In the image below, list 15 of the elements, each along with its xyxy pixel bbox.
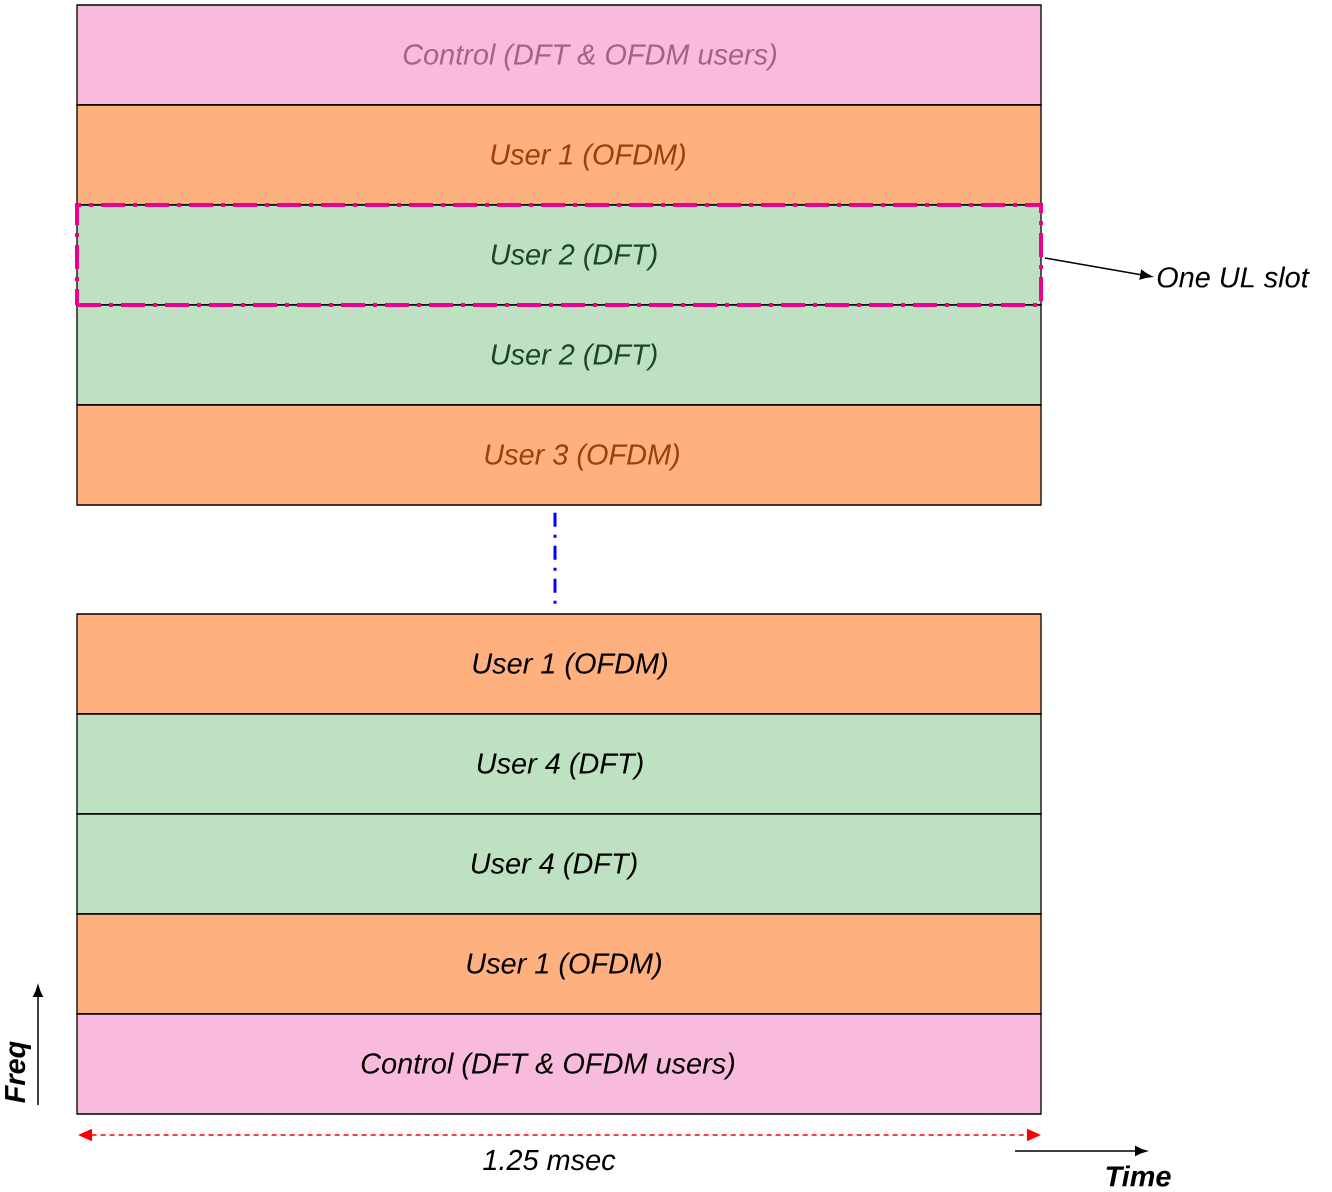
band-box: User 2 (DFT) [76, 304, 1042, 406]
band-box: Control (DFT & OFDM users) [76, 4, 1042, 106]
band-box: User 4 (DFT) [76, 813, 1042, 915]
band-box: User 2 (DFT) [76, 204, 1042, 306]
dimension-label: 1.25 msec [483, 1149, 616, 1171]
band-box: Control (DFT & OFDM users) [76, 1013, 1042, 1115]
axis-label: Time [1106, 1165, 1171, 1187]
arrow [1044, 257, 1152, 280]
band-box: User 1 (OFDM) [76, 104, 1042, 206]
axis-label: Freq [5, 1041, 31, 1103]
band-box: User 3 (OFDM) [76, 404, 1042, 506]
band-box: User 4 (DFT) [76, 713, 1042, 815]
slot-label: One UL slot [1157, 266, 1310, 288]
band-box: User 1 (OFDM) [76, 913, 1042, 1015]
band-box: User 1 (OFDM) [76, 613, 1042, 715]
